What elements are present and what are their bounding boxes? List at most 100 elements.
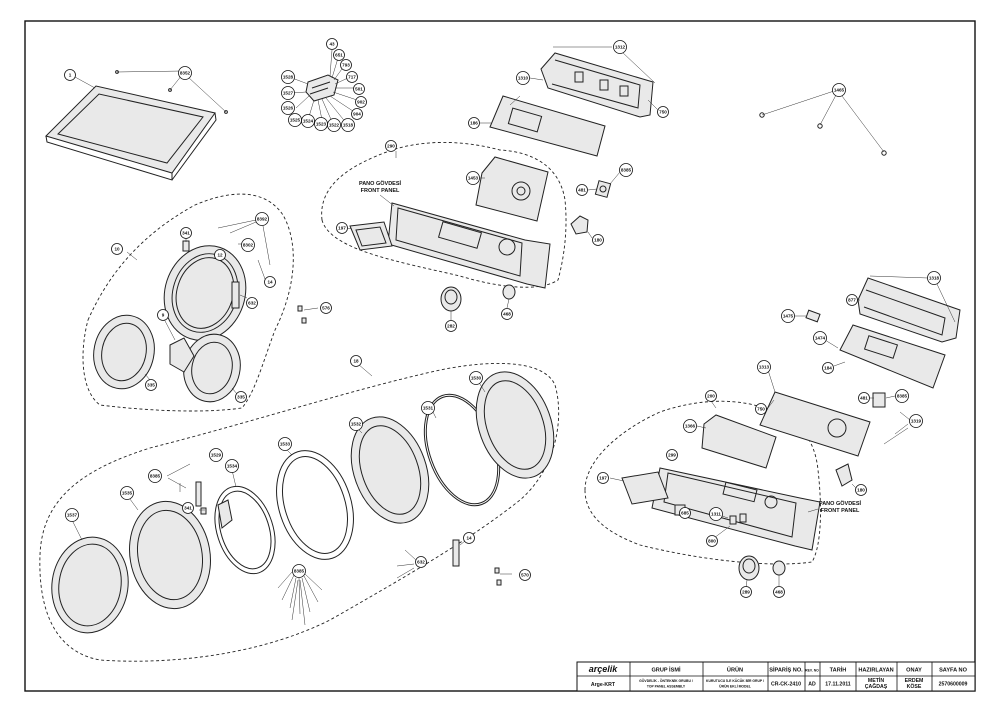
svg-text:8385: 8385: [621, 168, 632, 173]
callout: 1525: [288, 113, 302, 127]
svg-text:PANO GÖVDESİ: PANO GÖVDESİ: [359, 180, 402, 187]
approved-line2: KÖSE: [907, 683, 922, 690]
callout: 750: [657, 106, 669, 118]
control-frame-bottom: [794, 275, 961, 389]
callout: 1318: [927, 271, 941, 285]
callout: 8392: [255, 212, 269, 226]
svg-text:1532: 1532: [351, 422, 362, 427]
callout: 793: [340, 59, 352, 71]
svg-text:180: 180: [857, 488, 865, 493]
callout: 1523: [314, 117, 328, 131]
svg-text:341: 341: [184, 506, 192, 511]
svg-text:632: 632: [417, 560, 425, 565]
svg-text:200: 200: [707, 394, 715, 399]
group-name-line1: GÖVDELİK - ÖNTEKNİK GRUBU /: [639, 678, 693, 683]
svg-text:1537: 1537: [67, 513, 78, 518]
svg-text:282: 282: [447, 324, 455, 329]
svg-text:341: 341: [182, 231, 190, 236]
svg-text:904: 904: [353, 112, 361, 117]
callout: 8352: [178, 66, 192, 80]
callout: 1534: [225, 459, 239, 473]
header-page-no: SAYFA NO: [939, 668, 968, 674]
svg-text:8352: 8352: [180, 71, 191, 76]
svg-text:18: 18: [353, 359, 359, 364]
svg-text:FRONT PANEL: FRONT PANEL: [361, 188, 400, 194]
callout: 1: [64, 69, 76, 81]
svg-text:1313: 1313: [759, 365, 770, 370]
control-panel-group-bottom: [584, 369, 911, 589]
svg-text:1311: 1311: [711, 512, 721, 517]
order-no-value: CR-CK-2410: [771, 682, 801, 688]
callout: 1475: [781, 309, 795, 323]
callout: 632: [415, 556, 427, 568]
callout: 1537: [65, 508, 79, 522]
svg-text:8385: 8385: [897, 394, 908, 399]
callout: 18: [350, 355, 362, 367]
parts-481-180-top: [440, 171, 621, 320]
callout: 1522: [327, 118, 341, 132]
callout: 481: [576, 184, 588, 196]
callout: 1453: [466, 171, 480, 185]
svg-text:1535: 1535: [122, 491, 133, 496]
callout: 341: [182, 502, 194, 514]
svg-text:1465: 1465: [834, 88, 845, 93]
callout: 1526: [281, 101, 295, 115]
svg-text:PANO GÖVDESİ: PANO GÖVDESİ: [819, 500, 862, 507]
callout: 1533: [278, 437, 292, 451]
callout: 289: [740, 586, 752, 598]
date-value: 17.11.2011: [825, 682, 851, 688]
group-name-line2: TOP PANEL ASSEMBLY: [647, 685, 686, 689]
callout: 8385: [895, 389, 909, 403]
control-frame-top: [529, 46, 659, 118]
header-product: ÜRÜN: [727, 667, 743, 674]
callout: 200: [705, 390, 717, 402]
header-prepared: HAZIRLAYAN: [858, 668, 893, 674]
svg-text:8302: 8302: [243, 243, 254, 248]
svg-text:184: 184: [824, 366, 832, 371]
callout-labels: 1 8352 43 651 793 1528 717 1527 501 1526…: [64, 38, 941, 598]
svg-text:468: 468: [775, 590, 783, 595]
svg-text:1530: 1530: [471, 376, 482, 381]
small-parts-cluster: [291, 49, 361, 125]
rev-no-value: AD: [808, 682, 816, 688]
svg-text:197: 197: [599, 476, 607, 481]
callout: 1465: [832, 83, 846, 97]
callout: 1313: [757, 360, 771, 374]
pcb-board-top: [480, 95, 606, 157]
header-order-no: SİPARİŞ NO.: [769, 667, 803, 674]
svg-text:1310: 1310: [518, 76, 529, 81]
callout: 651: [333, 49, 345, 61]
svg-text:800: 800: [708, 539, 716, 544]
callout: 335: [235, 391, 247, 403]
callout: 14: [264, 276, 276, 288]
drawing-border: [24, 20, 976, 692]
svg-text:570: 570: [521, 573, 529, 578]
callout: 1529: [209, 448, 223, 462]
svg-text:1528: 1528: [283, 75, 294, 80]
svg-text:1: 1: [69, 73, 72, 78]
callout: 1528: [281, 70, 295, 84]
callout: 197: [597, 472, 609, 484]
callout: 501: [353, 83, 365, 95]
svg-text:1523: 1523: [316, 122, 327, 127]
brand-sub: Arge-KRT: [591, 682, 616, 688]
callout: 1311: [709, 507, 723, 521]
callout: 8385: [148, 469, 162, 483]
callout: 685: [679, 507, 691, 519]
callout: 180: [855, 484, 867, 496]
callout: 1312: [613, 40, 627, 54]
svg-text:468: 468: [503, 312, 511, 317]
svg-text:43: 43: [329, 42, 335, 47]
callout: 282: [445, 320, 457, 332]
callout: 184: [822, 362, 834, 374]
screws-right-top: [759, 90, 887, 156]
callout: 800: [706, 535, 718, 547]
callout: 290: [385, 140, 397, 152]
svg-text:8385: 8385: [294, 569, 305, 574]
approved-line1: ERDEM: [905, 678, 924, 684]
svg-text:1529: 1529: [211, 453, 222, 458]
control-panel-group-top: [321, 141, 567, 289]
svg-text:793: 793: [342, 63, 350, 68]
prepared-line2: ÇAĞDAŞ: [865, 682, 888, 690]
